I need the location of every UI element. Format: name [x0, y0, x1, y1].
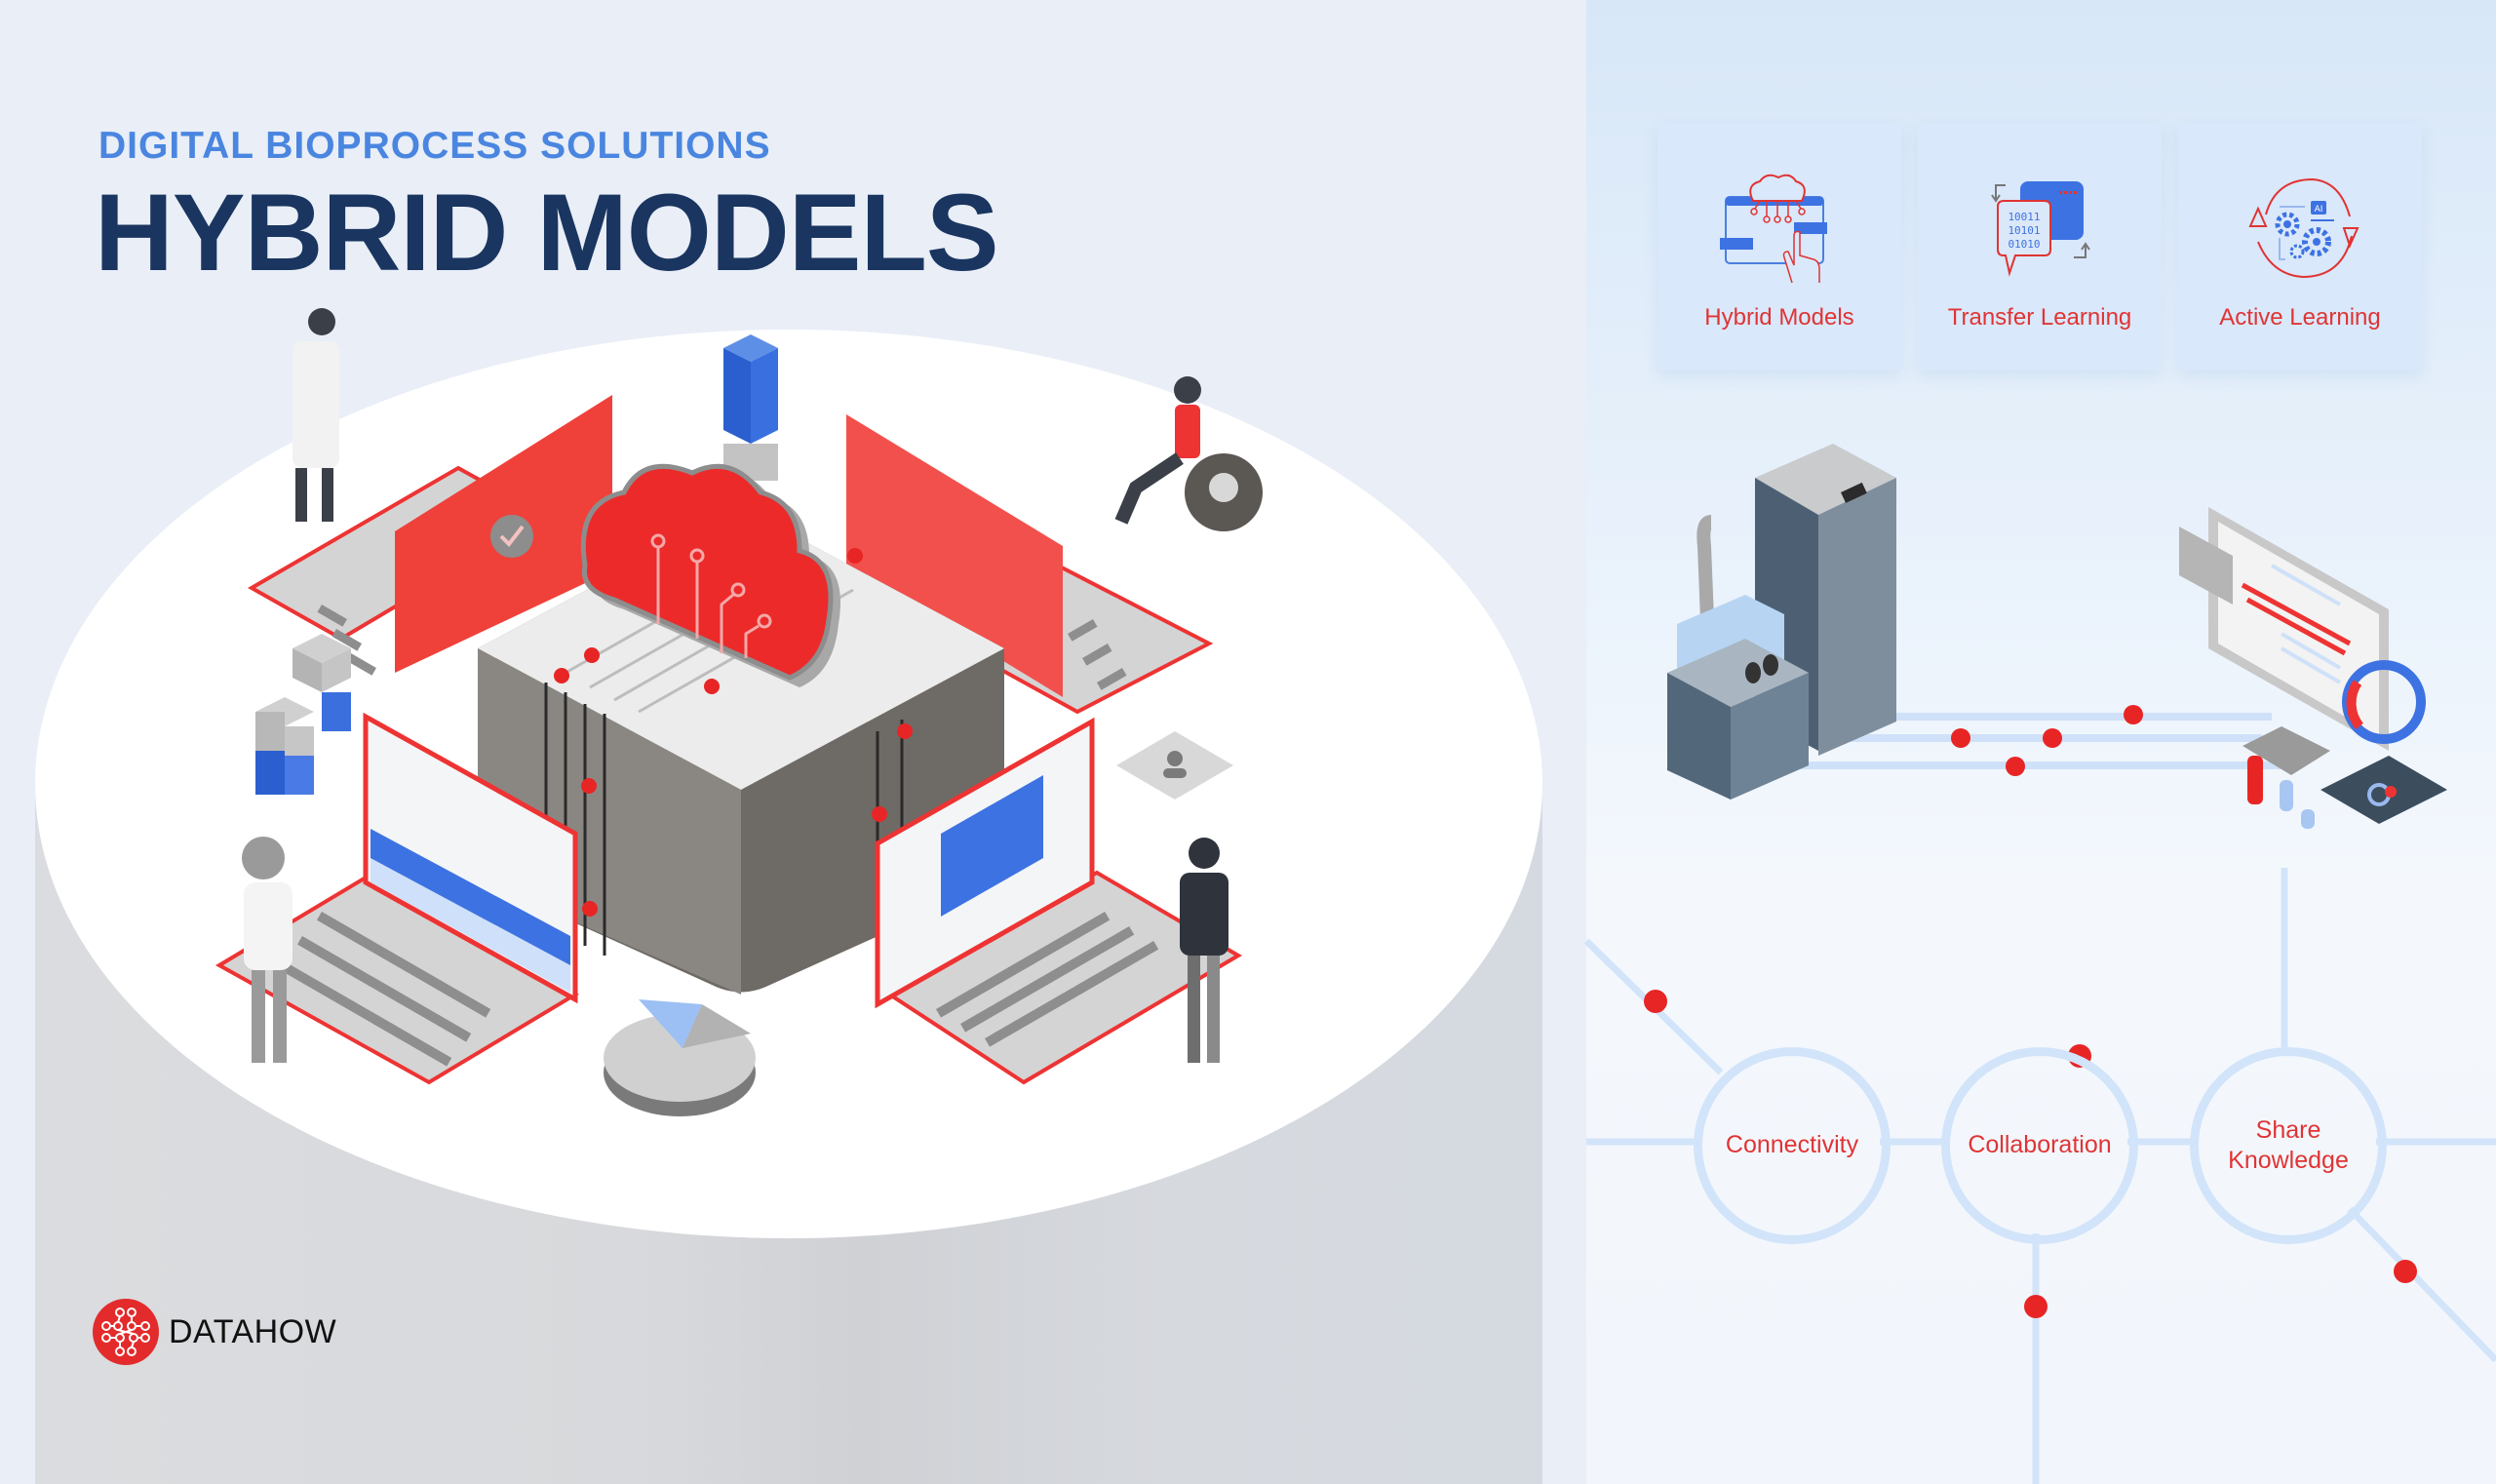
laptop-front-right [875, 717, 1242, 1085]
gear-icon [1185, 453, 1263, 531]
cube-stack-top [723, 334, 778, 481]
svg-text:01010: 01010 [2008, 238, 2040, 251]
binary-chat-transfer-icon: 10011 10101 01010 [1991, 181, 2090, 277]
user-tile-icon [1116, 731, 1233, 800]
laptop-back-right [846, 414, 1214, 715]
card-transfer-learning[interactable]: 10011 10101 01010 Transfer Learning [1918, 124, 2162, 371]
laptop-front-left [215, 712, 579, 1085]
node-label: Connectivity [1725, 1131, 1859, 1159]
brain-dashboard-touch-icon [1720, 174, 1827, 284]
card-label: Hybrid Models [1704, 304, 1854, 331]
node-collaboration[interactable]: Collaboration [1941, 1047, 2138, 1244]
card-label: Transfer Learning [1947, 304, 2132, 331]
node-label-line-1: Share [2255, 1115, 2321, 1144]
node-label-line-2: Knowledge [2228, 1147, 2349, 1174]
svg-text:10011: 10011 [2008, 211, 2040, 223]
section-subtitle: DIGITAL BIOPROCESS SOLUTIONS [98, 125, 771, 167]
person-woman-left [242, 837, 292, 1063]
ai-gears-cycle-icon: AI [2248, 177, 2360, 279]
laptop-back-left [247, 395, 612, 676]
card-hybrid-models[interactable]: Hybrid Models [1658, 124, 1901, 371]
card-active-learning[interactable]: AI Active Learning [2178, 124, 2422, 371]
bioreactor [1667, 515, 1809, 800]
person-sitting [1114, 376, 1201, 525]
node-connectivity[interactable]: Connectivity [1694, 1047, 1891, 1244]
svg-text:AI: AI [2315, 205, 2323, 215]
cloud-icon [580, 463, 840, 687]
svg-text:10101: 10101 [2008, 224, 2040, 237]
node-share-knowledge[interactable]: Share Knowledge [2190, 1047, 2387, 1244]
person-woman-right [1180, 838, 1228, 1063]
hero-illustration [215, 308, 1263, 1116]
brand-logo[interactable]: DATAHOW [93, 1299, 336, 1365]
page-title: HYBRID MODELS [95, 172, 999, 293]
analytics-monitor [2179, 507, 2447, 829]
network-nodes-icon [93, 1299, 159, 1365]
pie-chart-icon [604, 999, 756, 1116]
node-label: Collaboration [1968, 1131, 2112, 1159]
brand-name: DATAHOW [169, 1312, 337, 1350]
person-scientist [292, 308, 339, 522]
card-label: Active Learning [2219, 304, 2381, 331]
cube-stack-left [255, 634, 351, 795]
